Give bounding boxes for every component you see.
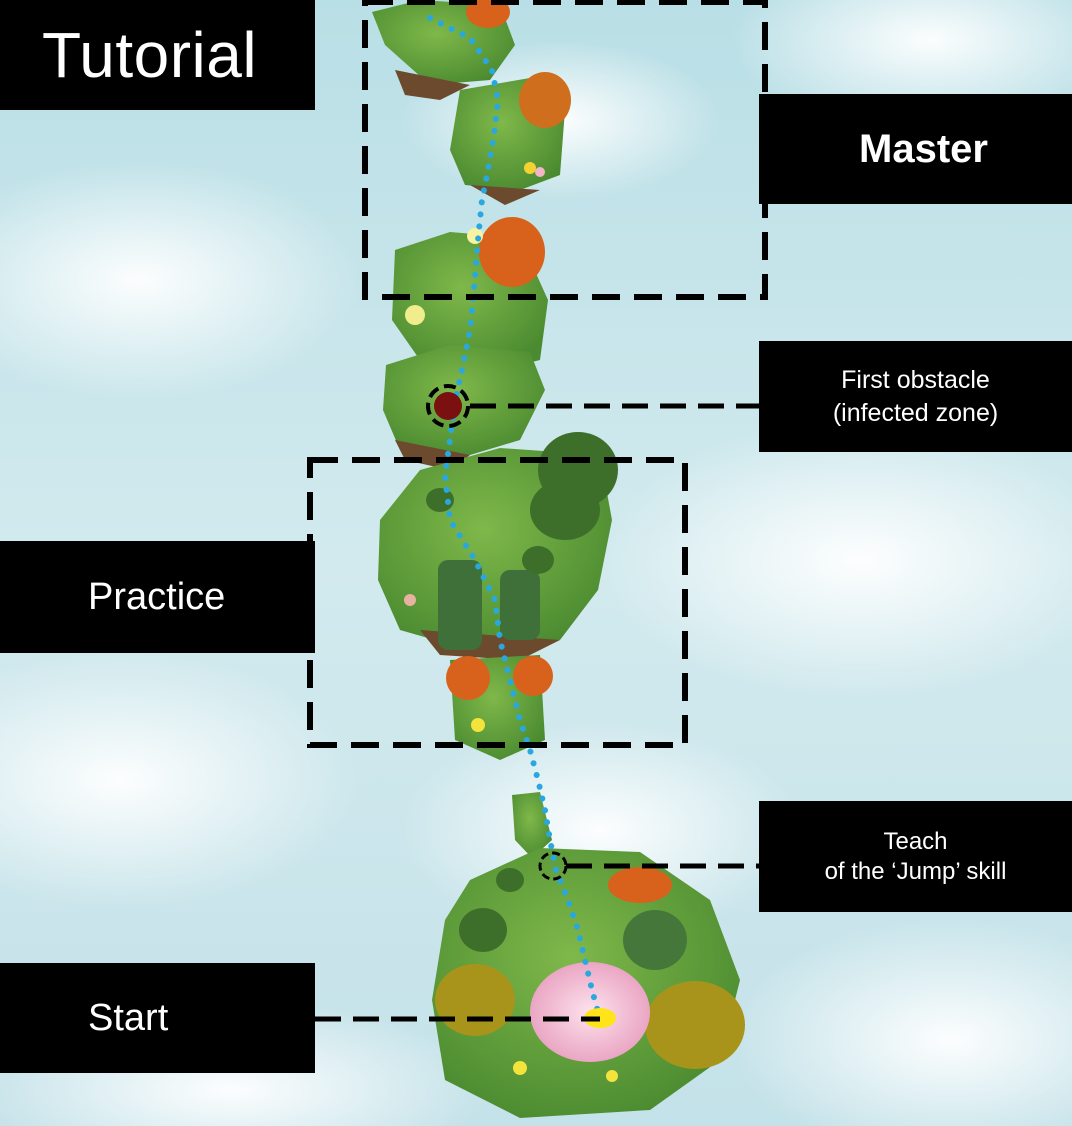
start-text: Start: [0, 997, 168, 1040]
first-obstacle-line-1: First obstacle: [841, 364, 990, 397]
title-text: Tutorial: [0, 18, 257, 92]
teach-jump-label: Teach of the ‘Jump’ skill: [759, 801, 1072, 912]
title-label: Tutorial: [0, 0, 315, 110]
master-text: Master: [859, 127, 988, 172]
start-label: Start: [0, 963, 315, 1073]
practice-text: Practice: [0, 576, 225, 619]
practice-label: Practice: [0, 541, 315, 653]
first-obstacle-label: First obstacle (infected zone): [759, 341, 1072, 452]
first-obstacle-line-2: (infected zone): [833, 397, 998, 430]
master-label: Master: [759, 94, 1072, 204]
teach-line-1: Teach: [883, 827, 947, 857]
teach-line-2: of the ‘Jump’ skill: [825, 857, 1007, 887]
infected-zone-marker: [434, 392, 462, 420]
